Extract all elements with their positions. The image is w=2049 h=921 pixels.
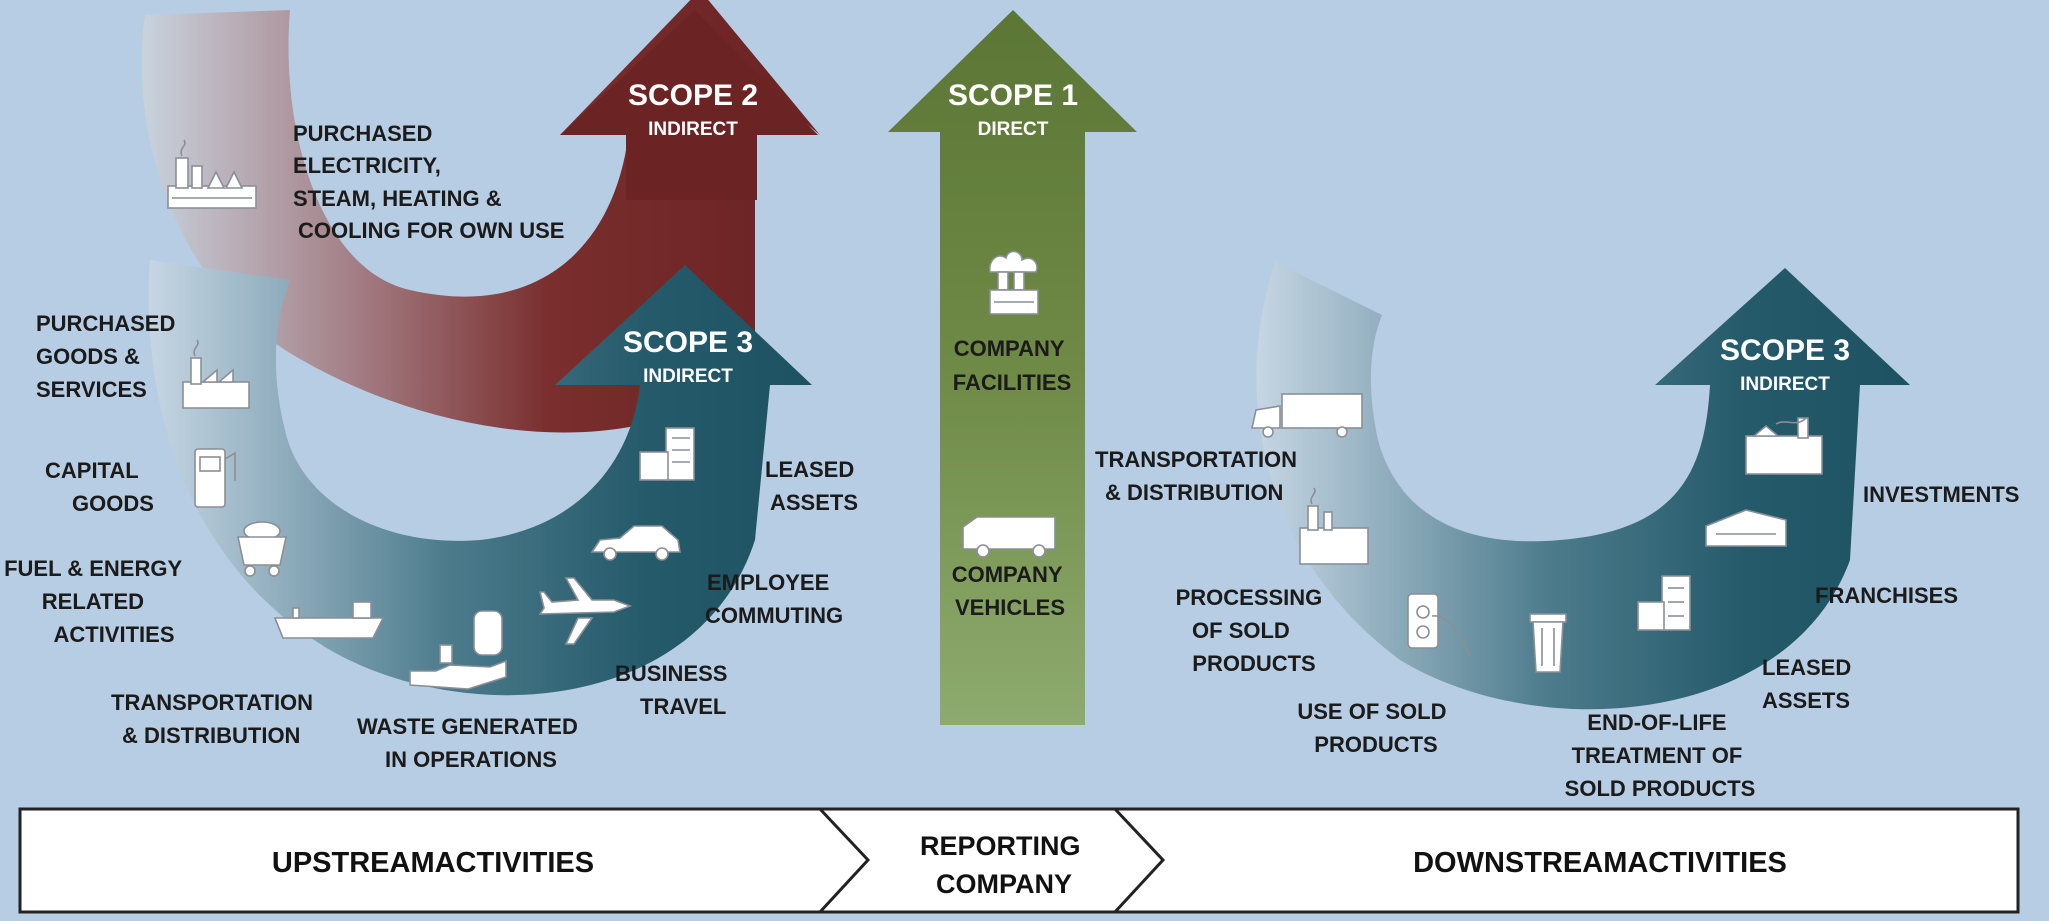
ship-icon [273,601,385,639]
downstream-leased-assets-label: LEASED ASSETS [1762,655,1857,713]
company-vehicle-icon [962,516,1056,558]
use-of-sold-label: USE OF SOLD PRODUCTS [1297,699,1452,757]
processing-factory-icon [1299,487,1369,565]
investment-factory-icon [1745,417,1823,475]
scope2-subtitle: INDIRECT [648,119,738,140]
scope3-downstream-title: SCOPE 3 [1720,334,1850,367]
airplane-icon [538,577,633,645]
activities-bar: UPSTREAMACTIVITIES REPORTING COMPANY DOW… [18,807,2020,914]
coal-cart-icon [237,521,287,577]
office-building-icon [639,427,695,481]
waste-icon [409,610,507,690]
business-travel-label: BUSINESS TRAVEL [615,661,734,719]
trash-can-icon [1529,613,1567,673]
scope2-activity-label: PURCHASED ELECTRICITY, STEAM, HEATING & … [293,121,564,243]
company-facility-icon [988,250,1039,315]
outlet-plug-icon [1407,593,1471,657]
capital-goods-label: CAPITAL GOODS [45,458,154,516]
scope3-upstream-title: SCOPE 3 [623,326,753,359]
franchise-store-icon [1705,509,1787,547]
downstream-transportation-label: TRANSPORTATION & DISTRIBUTION [1095,447,1303,505]
downstream-activities-label: DOWNSTREAMACTIVITIES [1413,847,1787,879]
downstream-office-icon [1637,575,1691,631]
employee-commuting-label: EMPLOYEE COMMUTING [705,570,843,628]
upstream-leased-assets-label: LEASED ASSETS [765,457,860,515]
scope1-title: SCOPE 1 [948,79,1078,112]
upstream-activities-label: UPSTREAMACTIVITIES [272,847,594,879]
scope3-downstream-arrow [1256,262,1910,710]
scope1-arrow [888,10,1137,725]
activities-bar-frame [18,807,2020,914]
car-icon [590,525,681,561]
capital-goods-icon [194,448,236,508]
scope2-arrow-head [560,10,818,200]
scope3-downstream-subtitle: INDIRECT [1740,374,1830,395]
power-plant-icon [167,139,257,209]
upstream-transportation-label: TRANSPORTATION & DISTRIBUTION [111,690,319,748]
purchased-goods-label: PURCHASED GOODS & SERVICES [36,311,181,402]
processing-label: PROCESSING OF SOLD PRODUCTS [1176,585,1329,676]
scope1-subtitle: DIRECT [978,119,1049,140]
investments-label: INVESTMENTS [1863,482,2019,507]
company-facilities-label: COMPANY FACILITIES [953,336,1072,395]
end-of-life-label: END-OF-LIFE TREATMENT OF SOLD PRODUCTS [1565,710,1756,801]
fuel-energy-label: FUEL & ENERGY RELATED ACTIVITIES [4,556,188,647]
factory-icon [182,339,250,409]
scope3-upstream-subtitle: INDIRECT [643,366,733,387]
truck-icon [1251,393,1363,438]
chevron-divider-right [1113,807,1166,914]
scope3-upstream-arrow [148,260,812,696]
waste-label: WASTE GENERATED IN OPERATIONS [357,714,584,772]
company-vehicles-label: COMPANY VEHICLES [952,562,1069,620]
reporting-company-label: REPORTING COMPANY [920,831,1088,899]
scope2-title: SCOPE 2 [628,79,758,112]
franchises-label: FRANCHISES [1815,583,1958,608]
chevron-divider-left [818,807,871,914]
